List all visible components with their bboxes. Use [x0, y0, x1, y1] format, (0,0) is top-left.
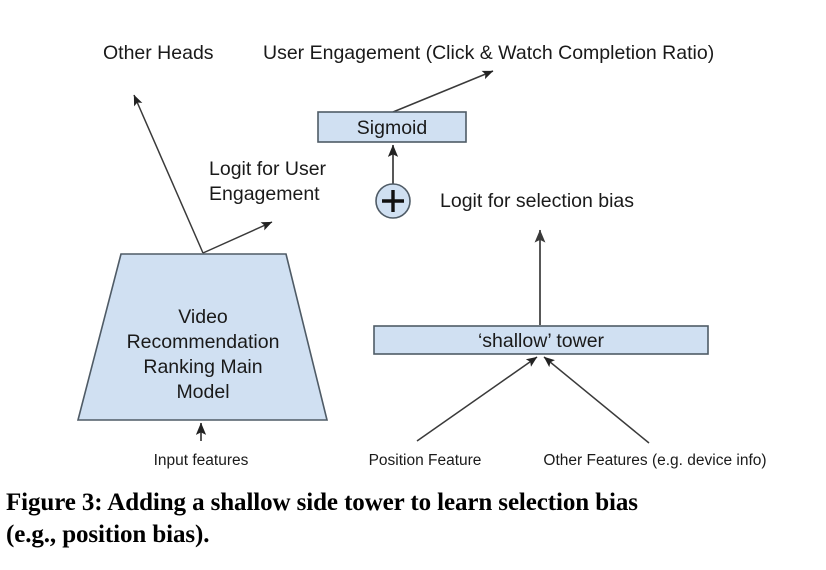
- arrow-other-features-to-tower: [543, 356, 650, 444]
- node-sigmoid[interactable]: [317, 111, 467, 143]
- label-logit-user-engagement-line2: Engagement: [209, 183, 320, 205]
- node-shallow-tower-label: ‘shallow’ tower: [478, 330, 605, 352]
- node-main-model-line1: Video: [178, 306, 228, 328]
- node-sigmoid-label: Sigmoid: [357, 117, 427, 139]
- architecture-diagram: Other Heads User Engagement (Click & Wat…: [76, 42, 767, 469]
- label-other-features: Other Features (e.g. device info): [543, 452, 766, 469]
- figure-caption-line1: Figure 3: Adding a shallow side tower to…: [6, 489, 638, 516]
- label-position-feature: Position Feature: [369, 452, 482, 469]
- label-other-heads: Other Heads: [103, 42, 214, 64]
- arrow-model-to-other-heads: [133, 94, 204, 254]
- node-main-model-line2: Recommendation: [127, 331, 280, 353]
- node-main-model-line3: Ranking Main: [143, 356, 262, 378]
- label-logit-user-engagement-line1: Logit for User: [209, 158, 327, 180]
- arrow-model-to-logit-user-engagement: [202, 221, 273, 254]
- label-logit-selection-bias: Logit for selection bias: [440, 190, 634, 212]
- arrow-position-feature-to-tower: [416, 356, 538, 442]
- node-main-model[interactable]: [76, 253, 329, 421]
- arrow-sigmoid-to-user-engagement: [392, 70, 494, 113]
- node-shallow-tower[interactable]: [373, 325, 709, 355]
- node-main-model-line4: Model: [176, 381, 229, 403]
- figure-caption-line2: (e.g., position bias).: [6, 520, 210, 548]
- label-input-features: Input features: [154, 452, 249, 469]
- figure-caption: Figure 3: Adding a shallow side tower to…: [6, 487, 818, 550]
- label-user-engagement: User Engagement (Click & Watch Completio…: [263, 42, 714, 64]
